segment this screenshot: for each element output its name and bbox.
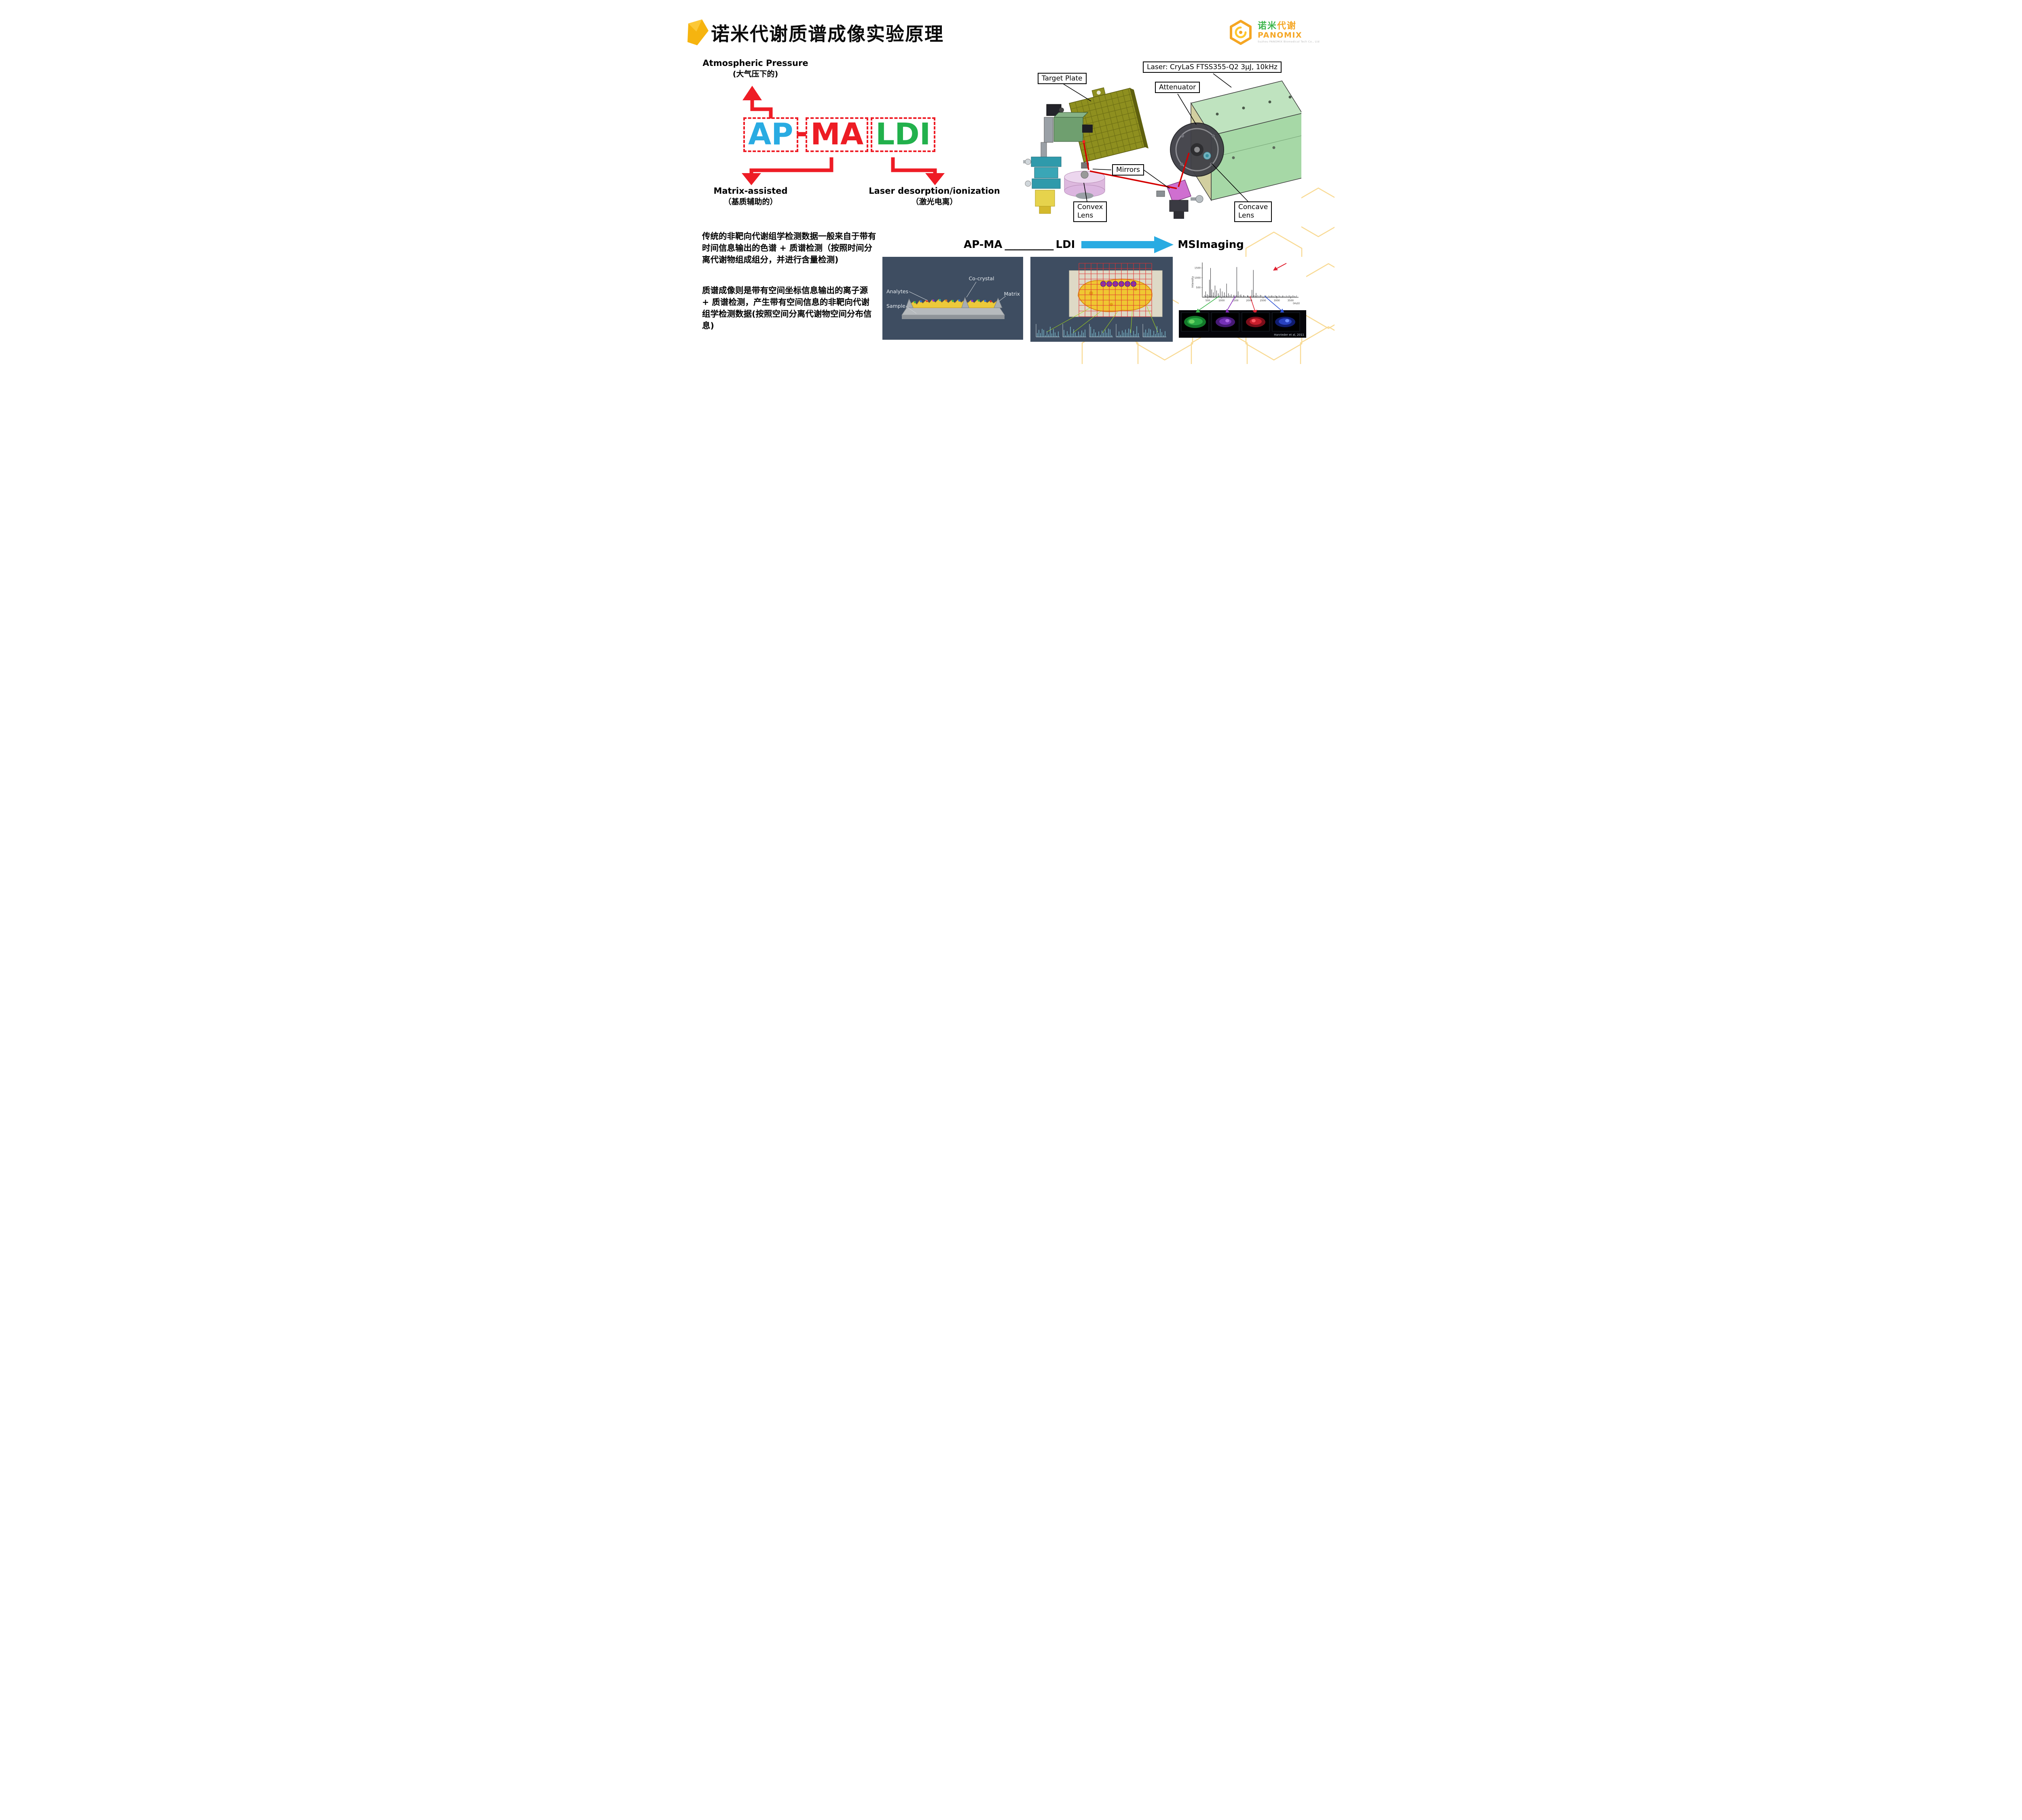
ion-image-blue — [1272, 312, 1300, 332]
label-analytes: Analytes — [886, 288, 908, 294]
panel1-leader-lines — [905, 281, 1006, 314]
laser-desorption-label: Laser desorption/ionization （激光电离） — [865, 186, 1004, 207]
panel-msi-raster-schematic — [1030, 257, 1173, 342]
label-co-crystal: Co-crystal — [969, 275, 994, 281]
spectrum-background — [1179, 257, 1306, 310]
label-attenuator: Attenuator — [1155, 82, 1200, 93]
camera-assembly — [1044, 104, 1093, 143]
acronym-ldi: LDI — [871, 117, 936, 152]
svg-text:1000: 1000 — [1218, 299, 1225, 302]
label-convex-lens: Convex Lens — [1073, 201, 1107, 222]
mirror-mount — [1156, 180, 1203, 219]
xyz-stage — [1023, 142, 1062, 214]
panel-co-crystal-schematic: Co-crystal Analytes Sample Matrix — [882, 257, 1023, 340]
flow-arrow-icon — [1081, 236, 1174, 253]
laser-beam — [1083, 142, 1190, 189]
brand-cn-part2: 代谢 — [1277, 21, 1297, 31]
svg-text:2500: 2500 — [1260, 299, 1266, 302]
laser-desorption-cn: （激光电离） — [911, 197, 958, 206]
raster-grid — [1079, 263, 1152, 317]
spectrum-peaks — [1203, 267, 1297, 297]
label-sample: Sample — [886, 303, 905, 309]
small-mirror — [1081, 162, 1089, 169]
citation: Hanrieder et al, 2011 — [1274, 333, 1304, 336]
co-crystal-layer — [909, 299, 998, 308]
ion-image-purple — [1211, 312, 1239, 332]
label-mirrors: Mirrors — [1112, 164, 1144, 176]
y-axis-label: Intensity — [1191, 276, 1194, 288]
ablation-spot — [1082, 140, 1085, 143]
flow-msimaging: MSImaging — [1178, 239, 1244, 251]
svg-text:500: 500 — [1196, 286, 1201, 289]
chevron-highlight — [688, 19, 702, 32]
brand-text-block: 诺米代谢 PANOMIX Suzhou PANOMIX Biomedical T… — [1258, 21, 1320, 43]
tissue-spot — [1110, 303, 1113, 306]
ion-image-red — [1242, 312, 1270, 332]
paragraph-ms-imaging: 质谱成像则是带有空间坐标信息输出的离子源 + 质谱检测，产生带有空间信息的非靶向… — [702, 286, 872, 331]
co-crystal-drawing: Co-crystal Analytes Sample Matrix — [886, 275, 1020, 319]
x-axis-label: (m/z) — [1293, 302, 1300, 305]
panel-msimaging-result: Intensity (m/z) 500 1000 1500 2000 2500 3000 3… — [1179, 257, 1306, 338]
attenuator-wheel — [1170, 123, 1224, 177]
flow-ap-ma: AP-MA — [964, 239, 1003, 251]
target-plate-3d — [1069, 87, 1148, 163]
tissue-spot — [1134, 288, 1137, 291]
raster-drawing — [1036, 263, 1166, 337]
svg-text:1500: 1500 — [1232, 299, 1238, 302]
per-pixel-mini-spectra — [1036, 324, 1166, 337]
panomix-hexagon-icon — [1230, 20, 1252, 45]
svg-text:1500: 1500 — [1195, 267, 1201, 270]
flow-ldi: LDI — [1055, 239, 1075, 251]
sample-stage-cylinder — [1064, 171, 1105, 199]
label-matrix: Matrix — [1004, 291, 1020, 297]
laser-desorption-en: Laser desorption/ionization — [869, 186, 1000, 196]
page-title: 诺米代谢质谱成像实验原理 — [711, 23, 944, 45]
acronym-ma: MA — [806, 117, 869, 152]
ion-image-green — [1181, 312, 1209, 332]
paragraph-traditional-metabolomics: 传统的非靶向代谢组学检测数据一般来自于带有时间信息输出的色谱 + 质谱检测（按照… — [702, 231, 876, 265]
svg-text:3500: 3500 — [1288, 299, 1294, 302]
atmospheric-pressure-label: Atmospheric Pressure (大气压下的) — [699, 58, 812, 79]
label-laser-model: Laser: CryLaS FTSS355-Q2 3μJ, 10kHz — [1143, 61, 1282, 73]
workflow-equation: AP-MA __________ LDI MSImaging — [964, 236, 1244, 253]
svg-text:500: 500 — [1206, 299, 1210, 302]
atmospheric-pressure-en: Atmospheric Pressure — [702, 58, 808, 68]
label-concave-lens: Concave Lens — [1234, 201, 1272, 222]
atmospheric-pressure-cn: (大气压下的) — [732, 70, 778, 78]
brand-tagline: Suzhou PANOMIX Biomedical Tech Co., Ltd — [1258, 40, 1320, 44]
brand-name-en: PANOMIX — [1258, 31, 1303, 40]
pixel-to-spectrum-lines — [1046, 304, 1158, 333]
brand-cn-part1: 诺米 — [1258, 21, 1277, 31]
ms-imaging-figure: Intensity (m/z) 500 1000 1500 2000 2500 3000 3… — [1179, 257, 1306, 338]
title-chevron-decoration — [687, 19, 709, 45]
acronym-ap: AP — [743, 117, 798, 152]
sample-slab-front — [902, 315, 1005, 319]
matrix-assisted-cn: （基质辅助的） — [723, 197, 778, 206]
sample-slab-top — [901, 307, 1005, 315]
label-target-plate: Target Plate — [1038, 73, 1087, 84]
ap-maldi-acronym: AP - MA LDI — [743, 115, 936, 152]
label-leader-lines — [1063, 73, 1248, 202]
matrix-assisted-label: Matrix-assisted （基质辅助的） — [706, 186, 795, 207]
ap-maldi-instrument-figure: Target Plate Laser: CryLaS FTSS355-Q2 3μ… — [1023, 57, 1301, 230]
instrument-drawing — [1023, 73, 1301, 219]
slide: 诺米代谢质谱成像实验原理 诺米代谢 PANOMIX Suzhou PANOMIX… — [687, 0, 1335, 364]
acronym-dash: - — [795, 115, 808, 150]
svg-text:3000: 3000 — [1274, 299, 1280, 302]
svg-text:1000: 1000 — [1195, 277, 1201, 279]
svg-text:2000: 2000 — [1246, 299, 1252, 302]
brand-logo: 诺米代谢 PANOMIX Suzhou PANOMIX Biomedical T… — [1228, 19, 1320, 45]
flow-blank-line: __________ — [1005, 239, 1054, 251]
brand-name-cn: 诺米代谢 — [1258, 21, 1320, 31]
panel1-labels: Co-crystal Analytes Sample Matrix — [886, 275, 1020, 309]
matrix-assisted-en: Matrix-assisted — [713, 186, 788, 196]
axis-ticks: 500 1000 1500 2000 2500 3000 3500 500 1000 1500 — [1195, 267, 1294, 302]
matrix-crystals — [905, 296, 1003, 308]
